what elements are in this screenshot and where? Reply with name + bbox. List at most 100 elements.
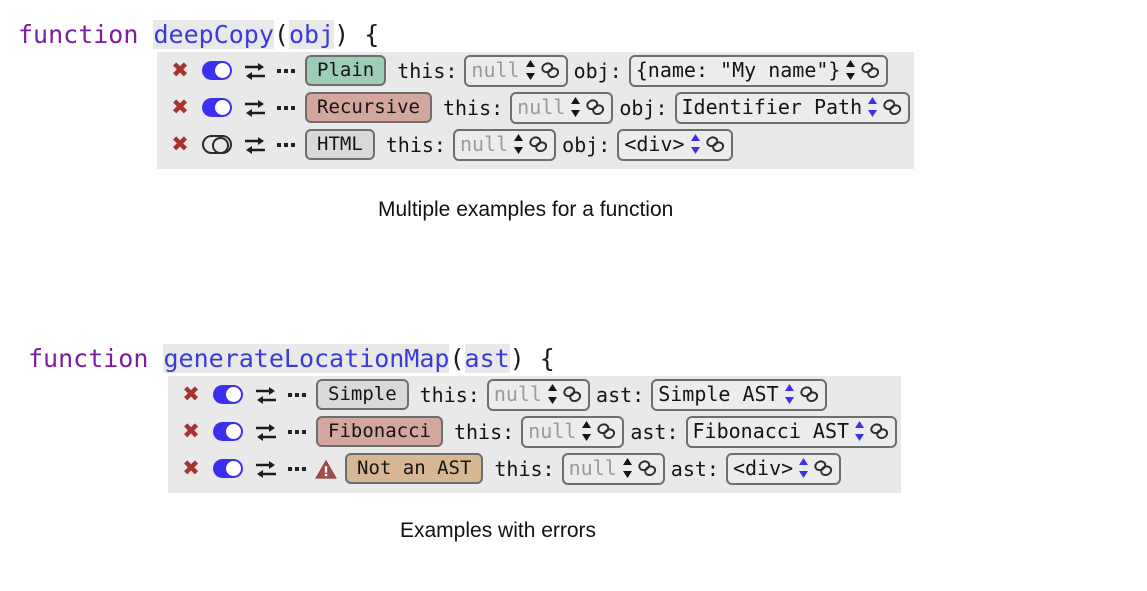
arg-label: ast: — [630, 419, 679, 444]
arg-value-stepper[interactable] — [867, 96, 878, 118]
link-icon[interactable] — [860, 60, 880, 80]
arg-label: this: — [397, 58, 458, 83]
link-icon[interactable] — [562, 384, 582, 404]
arg-value-text: {name: "My name"} — [635, 57, 841, 82]
arg-label: obj: — [562, 132, 611, 157]
arg-value-stepper[interactable] — [581, 420, 592, 442]
link-icon[interactable] — [813, 458, 833, 478]
link-icon[interactable] — [882, 97, 902, 117]
arg-value-field[interactable]: Fibonacci AST — [685, 415, 898, 448]
arg-value-stepper[interactable] — [525, 59, 536, 81]
arg-value-field[interactable]: null — [561, 452, 665, 485]
arg-value-text: null — [517, 94, 566, 119]
arg-value-field[interactable]: Simple AST — [651, 378, 827, 411]
more-icon[interactable] — [275, 61, 297, 81]
example-name-chip[interactable]: Not an AST — [345, 453, 484, 484]
example-name-chip[interactable]: Plain — [305, 55, 387, 86]
example-rows: ✖ Plain this: null obj: {name: "My name"} ✖ Rec… — [157, 52, 915, 169]
link-icon[interactable] — [869, 421, 889, 441]
example-name-chip[interactable]: Fibonacci — [316, 416, 443, 447]
arg-label: this: — [419, 382, 480, 407]
function-signature: function deepCopy(obj) { — [18, 18, 914, 52]
open-paren: ( — [273, 20, 289, 49]
arg-value-stepper[interactable] — [570, 96, 581, 118]
swap-icon[interactable] — [254, 384, 278, 406]
link-icon[interactable] — [528, 134, 548, 154]
link-icon[interactable] — [596, 421, 616, 441]
function-param: obj — [288, 20, 335, 49]
arg-value-stepper[interactable] — [845, 59, 856, 81]
delete-example-icon[interactable]: ✖ — [171, 58, 189, 82]
enable-toggle[interactable] — [213, 422, 243, 441]
arg-value-field[interactable]: null — [464, 54, 568, 87]
arg-value-stepper[interactable] — [513, 133, 524, 155]
example-name-chip[interactable]: Recursive — [305, 92, 432, 123]
signature-space — [148, 344, 163, 373]
arg-value-stepper[interactable] — [622, 457, 633, 479]
swap-icon[interactable] — [243, 134, 267, 156]
function-keyword: function — [18, 20, 139, 49]
arg-value-text: null — [471, 57, 520, 82]
arg-label: this: — [385, 132, 446, 157]
arg-value-text: null — [568, 455, 617, 480]
more-icon[interactable] — [275, 135, 297, 155]
arg-label: this: — [453, 419, 515, 444]
enable-toggle[interactable] — [213, 385, 243, 404]
arg-value-stepper[interactable] — [690, 133, 701, 155]
warning-triangle-icon[interactable] — [315, 458, 337, 480]
enable-toggle[interactable] — [202, 135, 232, 154]
arg-value-field[interactable]: null — [510, 91, 614, 124]
arg-value-stepper[interactable] — [784, 383, 795, 405]
arg-label: ast: — [670, 456, 719, 481]
link-icon[interactable] — [705, 134, 725, 154]
arg-label: this: — [494, 456, 555, 481]
open-paren: ( — [449, 344, 465, 373]
delete-example-icon[interactable]: ✖ — [182, 456, 200, 480]
delete-example-icon[interactable]: ✖ — [171, 132, 189, 156]
swap-icon[interactable] — [243, 97, 267, 119]
swap-icon[interactable] — [254, 458, 278, 480]
example-name-chip[interactable]: HTML — [305, 129, 375, 160]
link-icon[interactable] — [799, 384, 819, 404]
arg-value-text: null — [493, 381, 543, 406]
enable-toggle[interactable] — [213, 459, 243, 478]
arg-value-stepper[interactable] — [854, 420, 865, 442]
close-paren: ) — [509, 344, 525, 373]
signature-space — [138, 20, 153, 49]
example-row: ✖ Not an AST this: null ast: <div> — [172, 450, 897, 487]
more-icon[interactable] — [286, 459, 308, 479]
arg-value-text: <div> — [732, 455, 794, 480]
arg-value-text: null — [459, 131, 509, 156]
more-icon[interactable] — [275, 98, 297, 118]
arg-value-field[interactable]: <div> — [617, 128, 733, 161]
arg-value-stepper[interactable] — [547, 383, 558, 405]
function-keyword: function — [28, 344, 149, 373]
more-icon[interactable] — [286, 422, 308, 442]
open-brace: { — [349, 20, 380, 49]
arg-value-field[interactable]: null — [521, 415, 625, 448]
close-paren: ) — [334, 20, 350, 49]
arg-value-field[interactable]: {name: "My name"} — [628, 54, 889, 87]
delete-example-icon[interactable]: ✖ — [182, 419, 200, 443]
more-icon[interactable] — [286, 385, 308, 405]
link-icon[interactable] — [540, 60, 560, 80]
enable-toggle[interactable] — [202, 98, 232, 117]
example-row: ✖ HTML this: null obj:<div> — [161, 126, 910, 163]
enable-toggle[interactable] — [202, 61, 232, 80]
example-name-chip[interactable]: Simple — [316, 379, 409, 410]
link-icon[interactable] — [585, 97, 605, 117]
arg-value-field[interactable]: Identifier Path — [674, 91, 911, 124]
delete-example-icon[interactable]: ✖ — [171, 95, 189, 119]
arg-value-field[interactable]: null — [486, 378, 591, 411]
function-signature: function generateLocationMap(ast) { — [28, 342, 901, 376]
arg-value-stepper[interactable] — [798, 457, 809, 479]
link-icon[interactable] — [637, 458, 657, 478]
arg-label: obj: — [573, 58, 622, 83]
arg-value-field[interactable]: <div> — [725, 452, 842, 485]
swap-icon[interactable] — [243, 60, 267, 82]
arg-value-field[interactable]: null — [452, 128, 557, 161]
swap-icon[interactable] — [254, 421, 278, 443]
delete-example-icon[interactable]: ✖ — [182, 382, 200, 406]
